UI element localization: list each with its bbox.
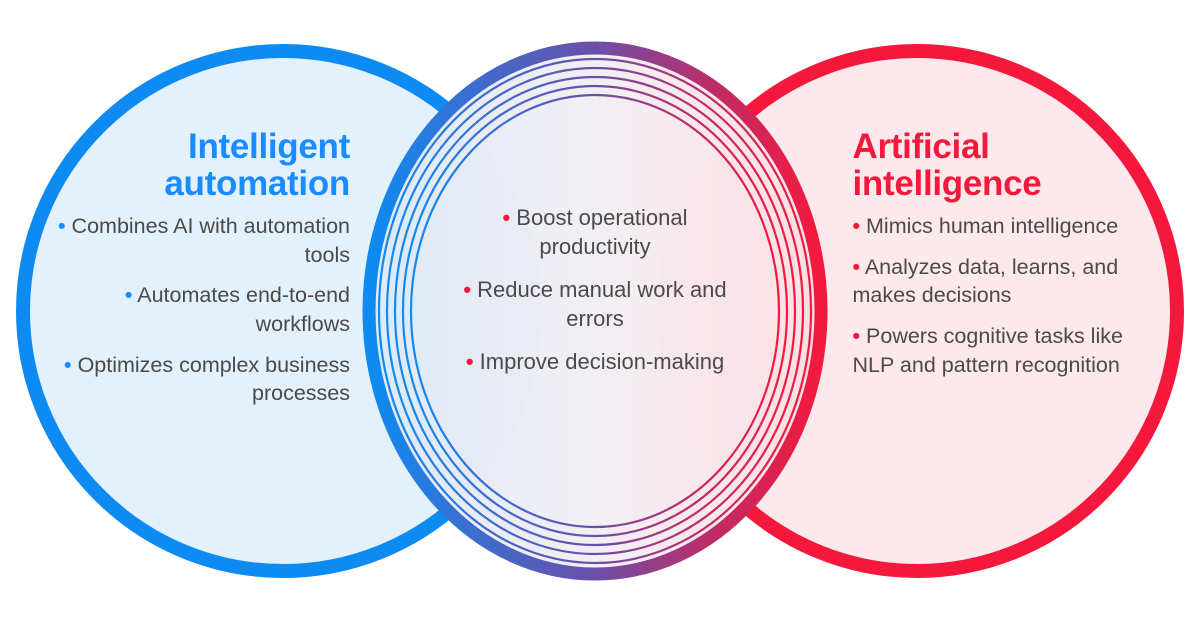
center-lens-fill <box>369 48 821 574</box>
ring-2 <box>385 66 805 556</box>
concentric-rings <box>377 57 813 565</box>
ring-5 <box>409 93 781 529</box>
ring-3 <box>393 75 797 547</box>
ring-4 <box>401 84 789 538</box>
ring-1 <box>377 57 813 565</box>
center-lens-outline <box>362 41 828 581</box>
